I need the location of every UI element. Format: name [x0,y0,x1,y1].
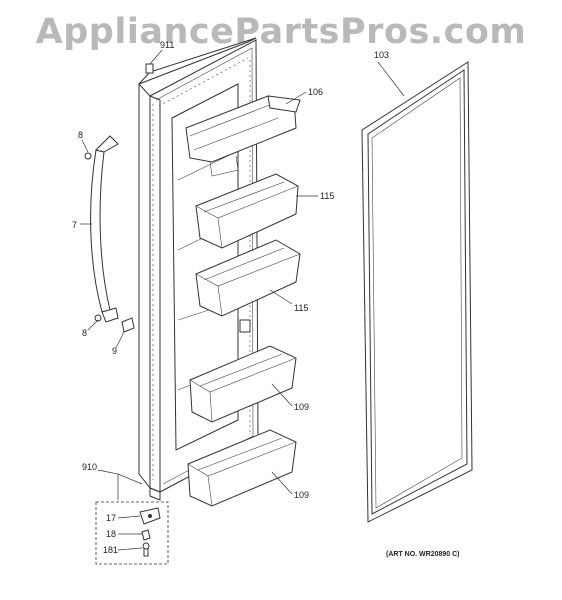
callout-115-upper: 115 [320,191,334,201]
callout-109-lower: 109 [294,402,309,412]
watermark: AppliancePartsPros.com [35,12,527,52]
callout-109-bottom: 109 [294,490,309,500]
leader-lines [80,49,405,551]
door-gasket-icon [361,61,473,523]
door-bin-icon [187,429,297,507]
door-bin-icon [195,173,299,249]
callout-7: 7 [72,220,77,230]
door-handle-icon [90,135,119,323]
screw-icon [84,152,102,322]
callout-103: 103 [374,50,389,60]
art-number: (ART NO. WR20890 C) [386,551,460,558]
callout-8-top: 8 [78,130,83,140]
callout-181: 181 [103,545,118,555]
door-bin-icon [195,239,301,333]
hinge-kit-icon [95,501,169,565]
callout-17: 17 [106,513,116,523]
door-bin-icon [189,345,297,423]
handle-cap-icon [121,317,135,333]
callout-9: 9 [112,346,117,356]
callout-106: 106 [308,87,323,97]
top-shelf-icon [185,95,301,177]
callout-8-bottom: 8 [82,328,87,338]
callout-115-middle: 115 [294,303,308,313]
callout-18: 18 [106,529,116,539]
callout-911: 911 [160,40,174,50]
callout-910: 910 [82,462,97,472]
